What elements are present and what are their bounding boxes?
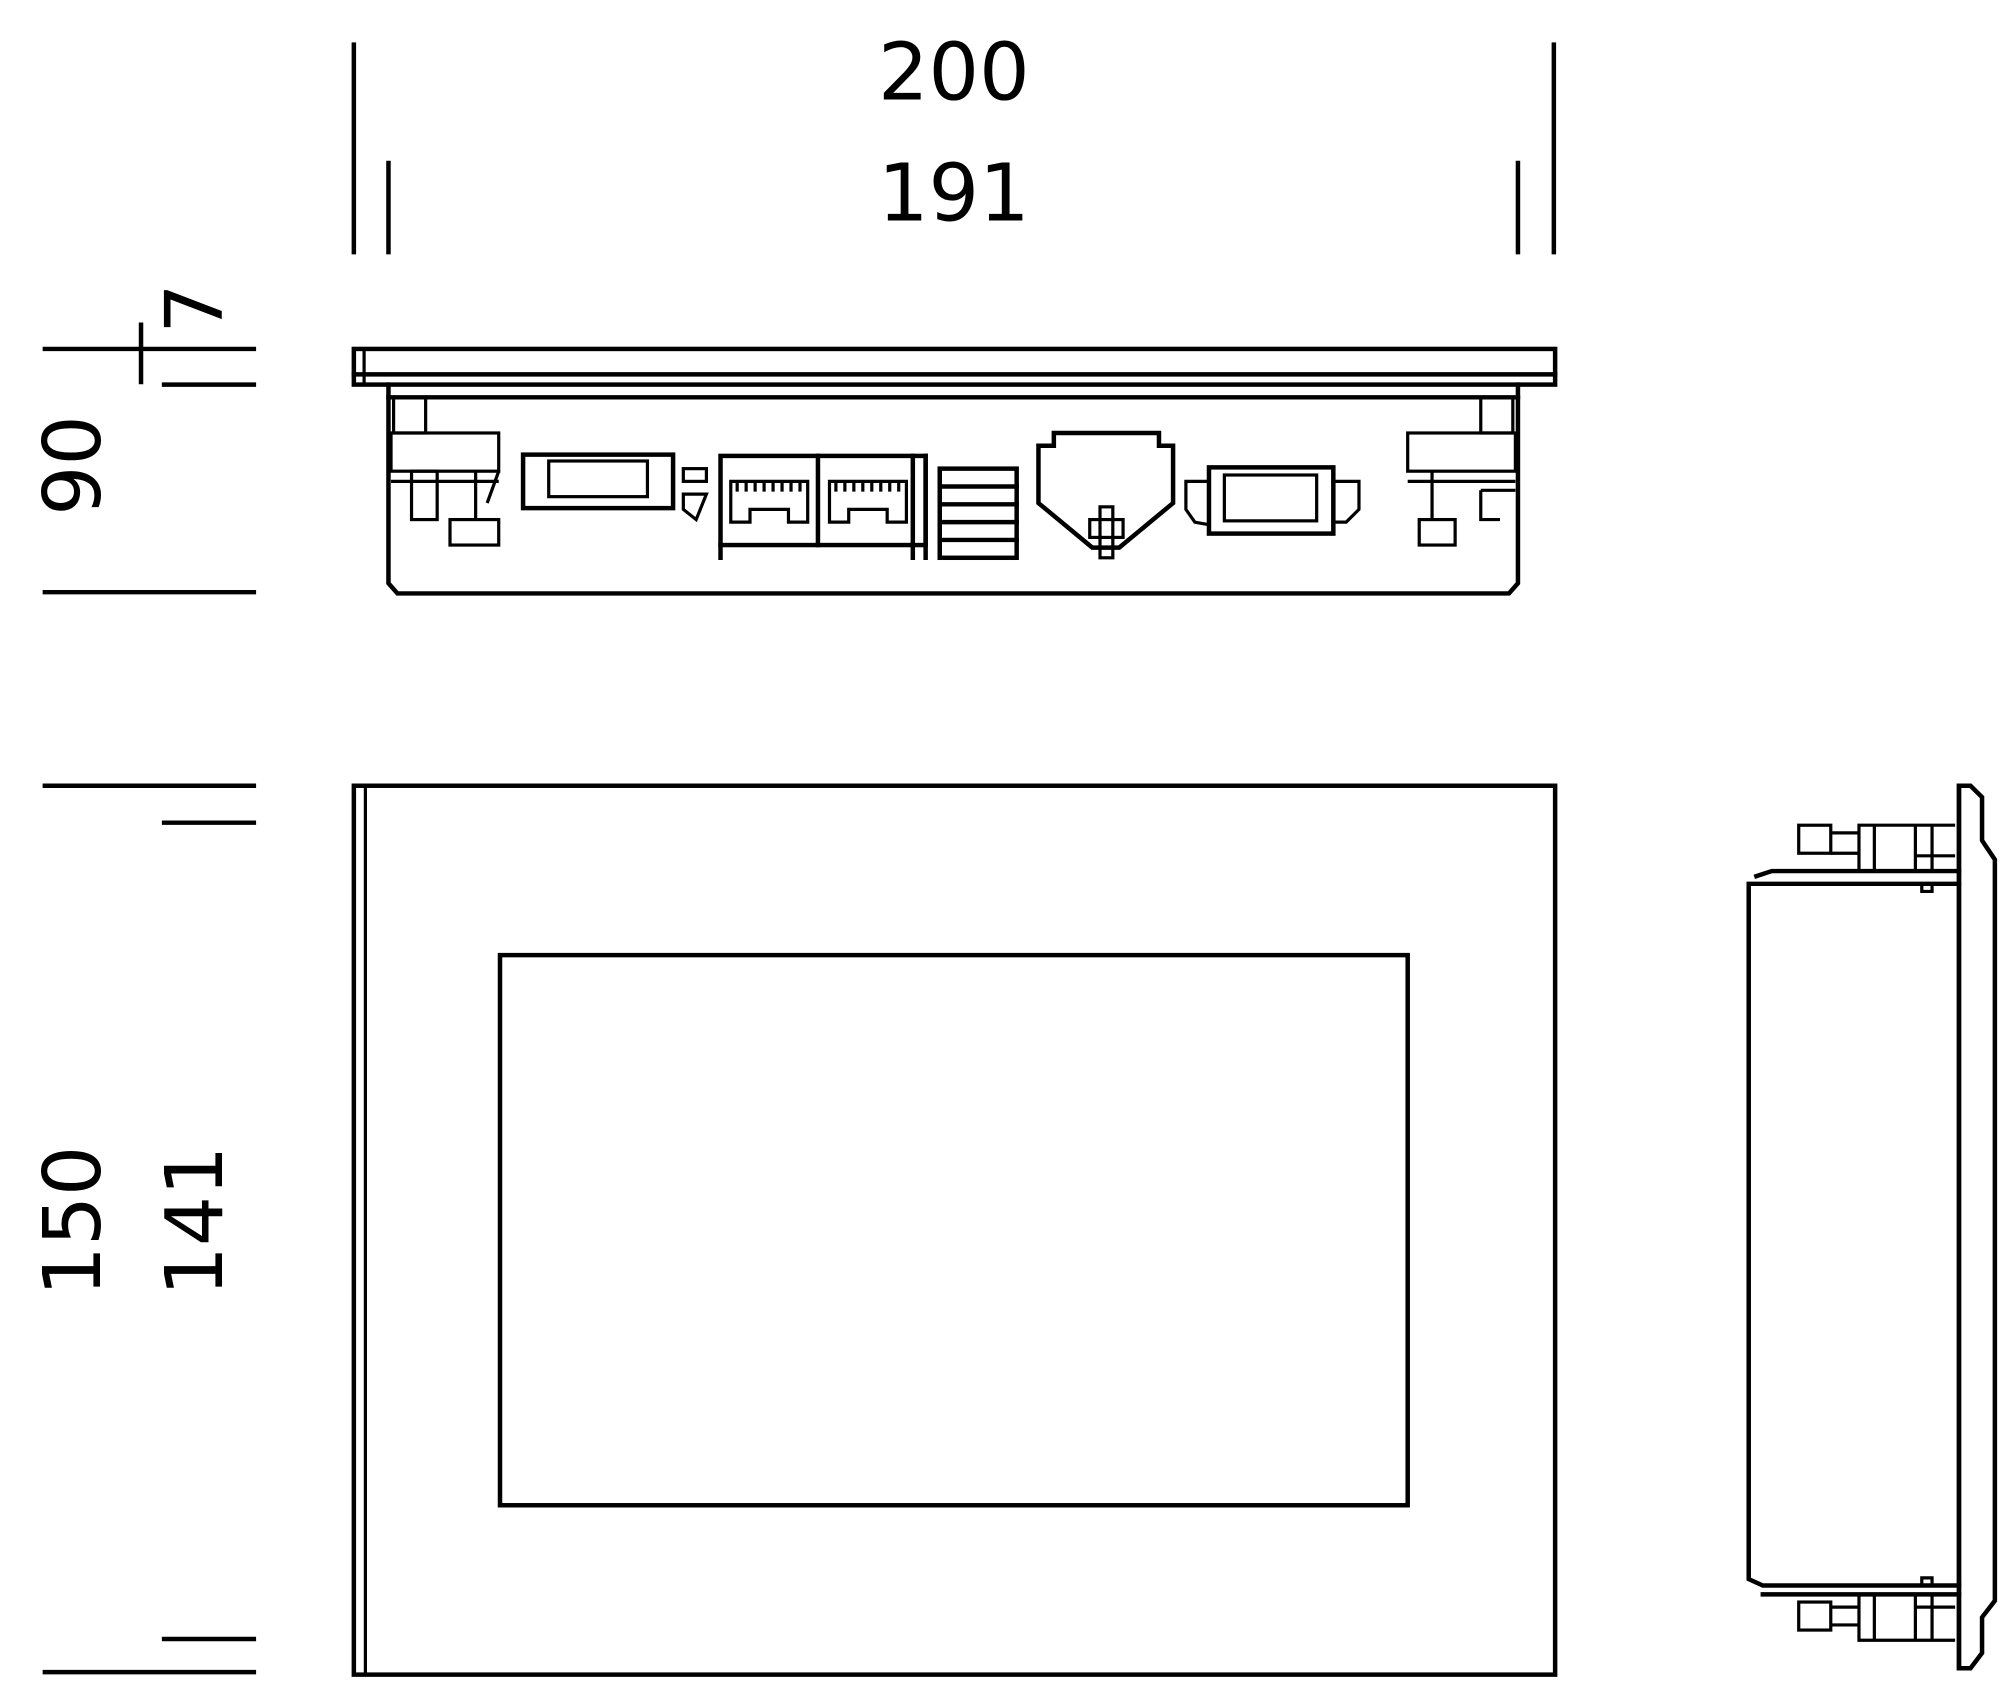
- power-connector-icon: [1036, 430, 1176, 560]
- dim-bezel-depth: 7: [148, 283, 241, 333]
- depth-dimension-lines: [42, 322, 257, 595]
- dim-overall-height: 150: [26, 1146, 119, 1297]
- dim-cutout-width: 191: [878, 147, 1030, 240]
- usb-ports-icon: [937, 466, 1019, 561]
- front-view: [351, 783, 1558, 1677]
- width-dimension-lines: [351, 42, 1557, 255]
- height-dimension-lines: [42, 783, 257, 1675]
- dsub-connector-icon: [520, 452, 709, 523]
- ethernet-ports-icon: [718, 453, 928, 561]
- side-view: [1746, 783, 1998, 1671]
- top-view: [351, 346, 1558, 596]
- dim-total-depth: 90: [26, 415, 119, 515]
- display-screen: [497, 952, 1410, 1508]
- serial-connector-icon: [1184, 465, 1361, 536]
- dim-overall-width: 200: [878, 26, 1030, 119]
- dim-cutout-height: 141: [148, 1146, 241, 1297]
